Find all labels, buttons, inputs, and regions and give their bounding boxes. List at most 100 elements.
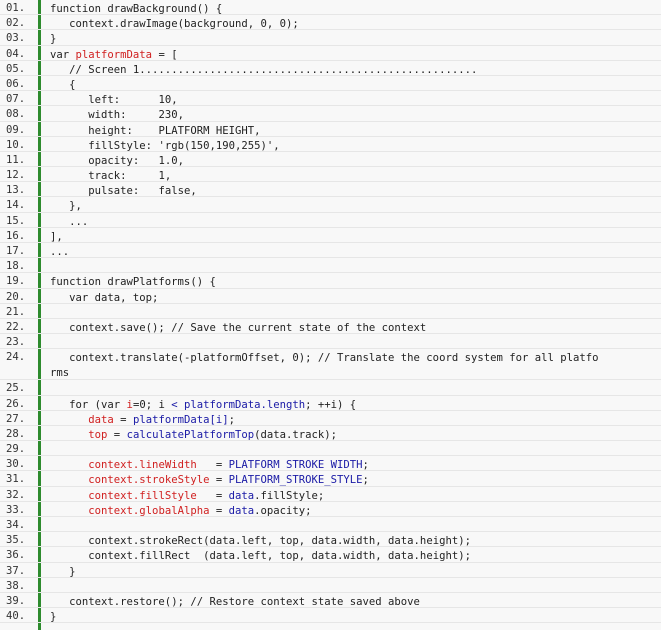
code-line: 25. [0,380,661,396]
code-token: ; [228,413,235,426]
line-code: } [50,32,655,44]
line-code: function drawBackground() { [50,2,655,15]
code-line: 11. opacity: 1.0, [0,152,661,168]
line-code: height: PLATFORM_HEIGHT, [50,124,655,137]
code-token: function drawBackground() { [50,3,223,15]
code-line: 12. track: 1, [0,167,661,183]
code-token: context.globalAlpha [88,504,210,517]
code-token: PLATFORM_STROKE_WIDTH [228,459,363,472]
code-token: context.translate(-platformOffset, 0); /… [50,352,599,380]
code-token: i [126,398,133,411]
code-token: for (var [50,398,127,411]
line-number: 02. [6,17,26,30]
code-line: 39. context.restore(); // Restore contex… [0,593,661,609]
line-number: 17. [6,245,26,257]
line-code: track: 1, [50,169,655,183]
code-token: platformData [75,48,153,61]
line-code: context.restore(); // Restore context st… [50,595,655,607]
line-number: 26. [6,397,26,410]
code-token: // Screen 1.............................… [50,63,478,76]
line-code: context.strokeStyle = PLATFORM_STROKE_ST… [50,473,655,487]
code-token: opacity: 1.0, [50,154,184,167]
line-code: } [50,610,655,624]
line-code: context.lineWidth = PLATFORM_STROKE_WIDT… [50,458,655,472]
code-token [50,414,88,425]
line-number: 19. [6,275,26,288]
code-token: left: 10, [50,94,178,107]
code-token: data [88,413,114,426]
code-token: = [107,428,127,441]
code-token: context.strokeRect(data.left, top, data.… [50,535,471,548]
line-number: 08. [6,108,26,121]
line-number: 35. [6,534,26,547]
line-number: 15. [6,214,26,227]
line-number: 39. [6,594,26,607]
line-number: 23. [6,336,26,349]
code-token [50,490,88,501]
line-code: ... [50,245,655,258]
line-number: 25. [6,382,26,395]
line-code: ], [50,230,655,242]
line-number: 10. [6,138,26,151]
line-code: var platformData = [ [50,48,655,61]
line-number: 04. [6,47,26,60]
code-token: data [228,504,255,517]
code-line: 13. pulsate: false, [0,182,661,198]
code-line: 17.... [0,243,661,259]
code-token: } [50,611,57,624]
code-line: 05. // Screen 1.........................… [0,61,661,76]
code-token: = [209,504,229,517]
code-token: .fillStyle; [254,489,325,502]
line-code: opacity: 1.0, [50,154,655,167]
code-token: (data.track); [254,428,338,441]
line-number: 01. [6,2,26,14]
line-number: 07. [6,93,26,106]
code-line: 18. [0,258,661,274]
code-token: track: 1, [50,170,172,183]
code-token: context.fillStyle [88,489,197,502]
code-line: 19.function drawPlatforms() { [0,273,661,289]
code-line: 20. var data, top; [0,289,661,304]
line-number: 18. [6,260,26,273]
code-token: ; [362,474,369,487]
line-code: context.strokeRect(data.left, top, data.… [50,534,655,548]
code-line: 10. fillStyle: 'rgb(150,190,255)', [0,137,661,152]
code-line: 22. context.save(); // Save the current … [0,319,661,335]
code-line: 26. for (var i=0; i < platformData.lengt… [0,396,661,411]
line-number: 30. [6,458,26,471]
line-code: }, [50,199,655,211]
line-code: pulsate: false, [50,184,655,196]
line-number: 03. [6,32,26,45]
line-number: 37. [6,564,26,577]
code-token: data [228,489,255,502]
code-token: var data, top; [50,291,159,304]
line-code: top = calculatePlatformTop(data.track); [50,428,655,441]
code-line: 38. [0,578,661,593]
line-code: } [50,565,655,577]
code-token: .opacity; [254,504,312,517]
line-number: 05. [6,62,26,75]
line-code: context.fillRect (data.left, top, data.w… [50,549,655,561]
code-line: 14. }, [0,197,661,213]
code-line: 30. context.lineWidth = PLATFORM_STROKE_… [0,456,661,472]
line-code: context.drawImage(background, 0, 0); [50,17,655,29]
code-token: ; ++i) { [305,398,357,411]
code-token: = [ [152,48,178,61]
gutter-accent-bar [38,0,41,630]
line-code: { [50,78,655,91]
line-number: 16. [6,229,26,242]
code-token: ... [50,246,70,258]
code-line: 04. var platformData = [ [0,46,661,61]
code-token: { [50,78,76,91]
line-code: ... [50,215,655,227]
code-token [50,459,88,470]
code-line: 08. width: 230, [0,106,661,122]
code-line: 40.} [0,608,661,624]
line-number: 31. [6,473,26,486]
code-token: height: PLATFORM_HEIGHT, [50,124,261,137]
line-number: 22. [6,320,26,333]
code-token: = [209,474,229,487]
line-number: 20. [6,290,26,303]
line-code: for (var i=0; i < platformData.length; +… [50,398,655,411]
code-line: 03.} [0,30,661,46]
